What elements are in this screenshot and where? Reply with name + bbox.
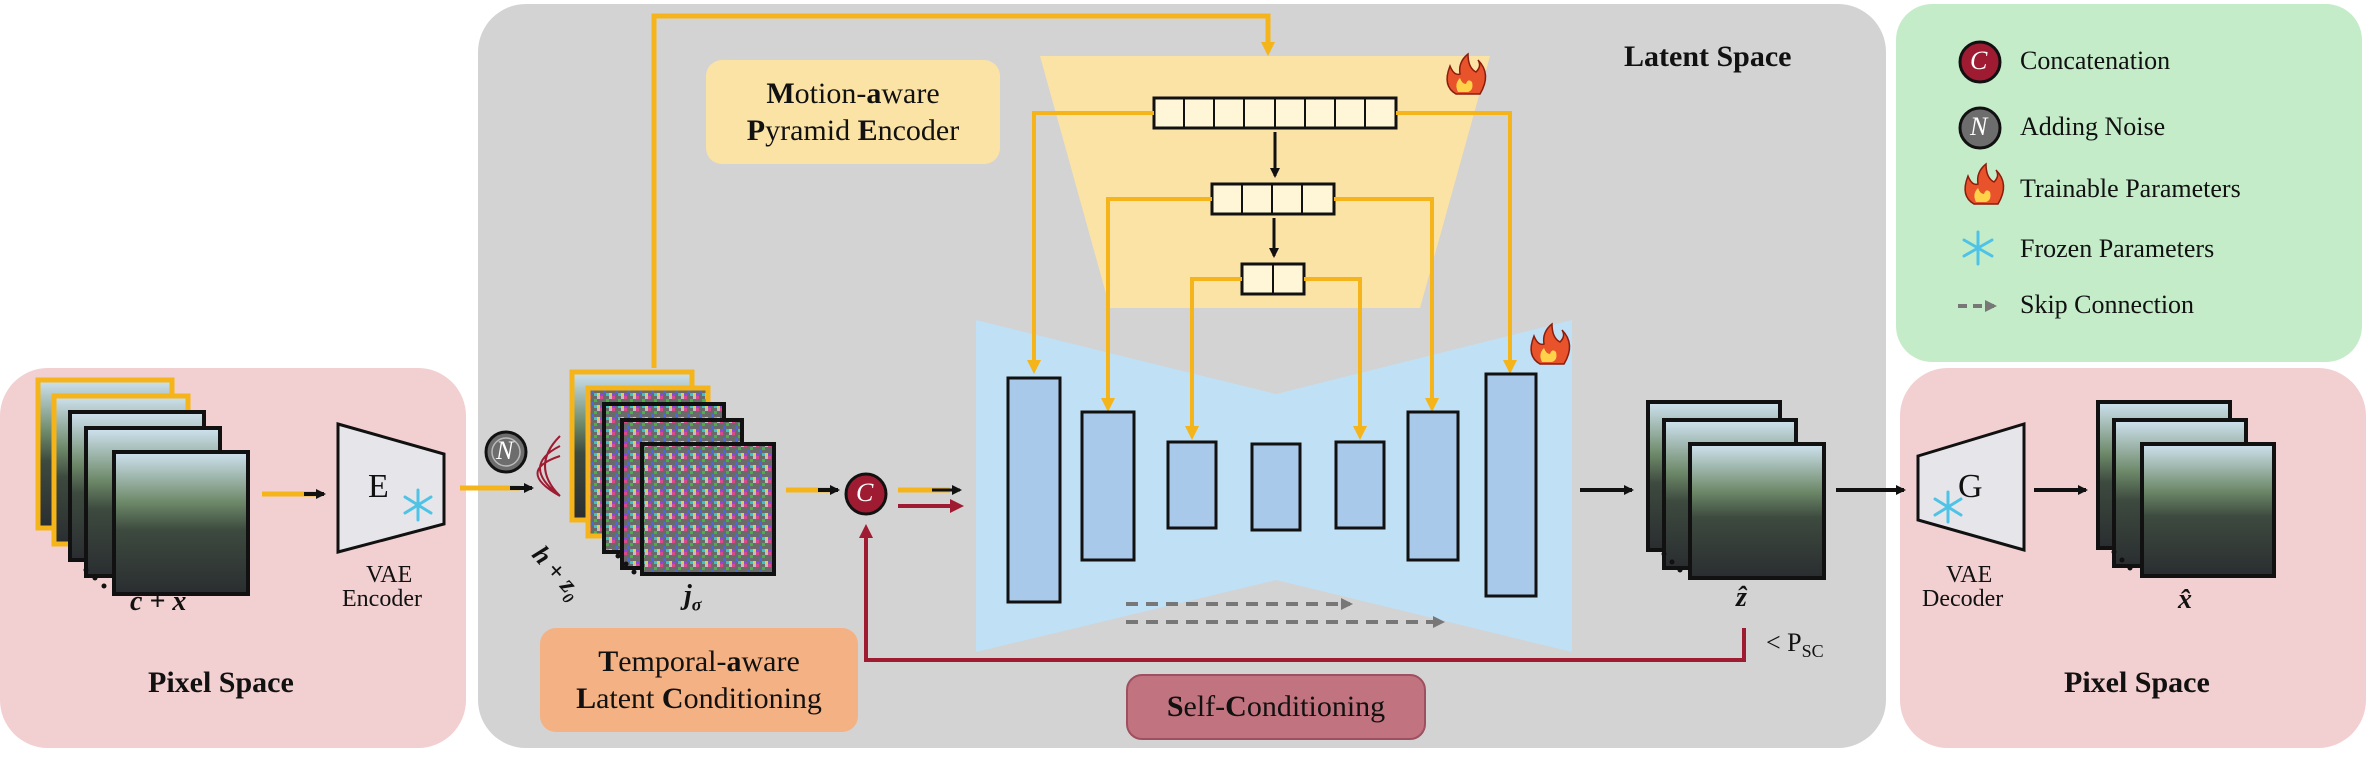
vae-encoder-label-2: Encoder xyxy=(342,586,422,612)
legend-concat-label: Concatenation xyxy=(2020,46,2171,75)
concatenation-glyph: C xyxy=(856,478,874,507)
adding-noise-node xyxy=(484,430,528,474)
vae-decoder-label-2: Decoder xyxy=(1922,586,2004,612)
pixel-space-right-label: Pixel Space xyxy=(2064,666,2210,699)
unet-block-dec-3 xyxy=(1334,440,1386,530)
unet-block-dec-1 xyxy=(1484,372,1538,598)
output-latent-stack xyxy=(1646,400,1826,580)
vae-encoder-letter: E xyxy=(368,468,389,505)
concatenation-node xyxy=(844,472,888,516)
unet-block-enc-2 xyxy=(1080,410,1136,562)
motion-pyramid-line-2: Pyramid Encoder xyxy=(746,114,960,147)
decoder-snowflake-icon xyxy=(1933,490,1963,524)
legend-noise-glyph: N xyxy=(1970,112,1988,141)
legend-fire-icon xyxy=(1964,162,2005,205)
temporal-line-1: Temporal-aware xyxy=(598,644,800,678)
latent-space-label: Latent Space xyxy=(1624,40,1792,73)
adding-noise-glyph: N xyxy=(496,436,514,465)
psc-label: < PSC xyxy=(1766,628,1824,662)
pyramid-level-1 xyxy=(1152,96,1398,130)
self-conditioning-chip: Self-Conditioning xyxy=(1126,674,1426,740)
motion-pyramid-encoder-chip: Motion-aware Pyramid Encoder xyxy=(706,60,1000,164)
pixel-space-left-label: Pixel Space xyxy=(148,666,294,699)
j-sigma-label: jσ xyxy=(684,580,701,616)
output-frames-stack xyxy=(2096,400,2276,578)
legend-concat-glyph: C xyxy=(1970,46,1988,75)
legend-skip-label: Skip Connection xyxy=(2020,290,2195,319)
output-frames-label: x̂ xyxy=(2178,584,2192,615)
noisy-latent-stack xyxy=(536,369,776,576)
vae-decoder-label-1: VAE xyxy=(1946,562,1993,588)
vae-decoder-shape xyxy=(1916,421,2026,552)
temporal-latent-conditioning-chip: Temporal-aware Latent Conditioning xyxy=(540,628,858,732)
psc-sub: SC xyxy=(1801,641,1824,662)
self-conditioning-line: Self-Conditioning xyxy=(1166,690,1386,724)
pyramid-level-3 xyxy=(1240,262,1306,296)
vae-encoder-label-1: VAE xyxy=(366,562,413,588)
legend-concat-icon xyxy=(1958,40,2002,84)
j-sigma-main: j xyxy=(684,580,692,611)
unet-fire-icon xyxy=(1530,322,1571,365)
legend-snowflake-icon xyxy=(1962,230,1994,266)
temporal-line-2: Latent Conditioning xyxy=(576,682,822,715)
legend-trainable-label: Trainable Parameters xyxy=(2020,174,2241,203)
legend-noise-label: Adding Noise xyxy=(2020,112,2166,141)
legend-noise-icon xyxy=(1958,106,2002,150)
pyramid-level-2 xyxy=(1210,182,1336,216)
unet-block-mid xyxy=(1250,442,1302,532)
encoder-snowflake-icon xyxy=(403,488,433,522)
motion-pyramid-line-1: Motion-aware xyxy=(766,76,940,110)
input-frames-label: c + x xyxy=(130,586,187,617)
unet-block-enc-3 xyxy=(1166,440,1218,530)
legend-frozen-label: Frozen Parameters xyxy=(2020,234,2215,263)
output-latent-label: ẑ xyxy=(1736,582,1747,613)
unet-block-dec-2 xyxy=(1406,410,1460,562)
pyramid-fire-icon xyxy=(1446,52,1487,95)
unet-block-enc-1 xyxy=(1006,376,1062,604)
psc-main: < P xyxy=(1766,628,1802,657)
unet-blocks xyxy=(1006,372,1538,604)
vae-encoder-shape xyxy=(336,422,446,554)
vae-decoder-letter: G xyxy=(1958,468,1983,505)
j-sigma-sub: σ xyxy=(691,594,702,615)
input-frames-stack xyxy=(35,377,250,596)
